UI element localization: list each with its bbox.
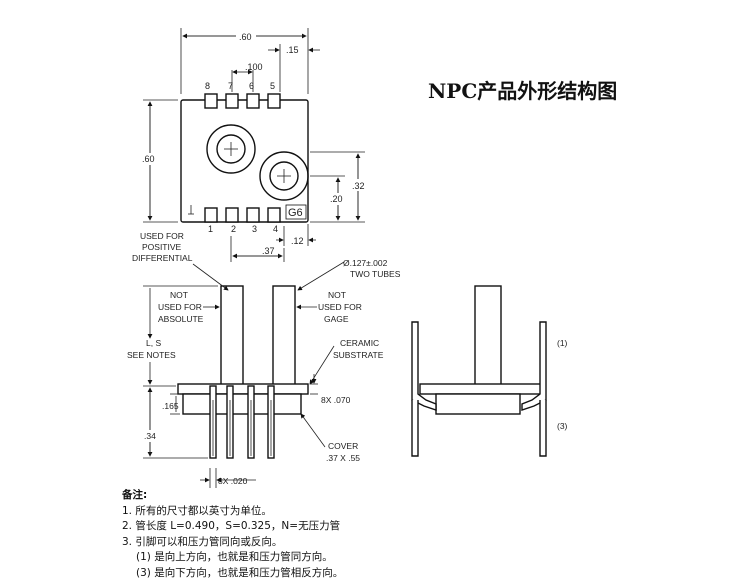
pin-label-6: 6 [249, 81, 254, 91]
drawing-title: NPC产品外形结构图 [428, 79, 617, 103]
dim-port2-offset: .20 [330, 194, 343, 204]
orientation-label-3: (3) [557, 421, 568, 431]
pin-6 [246, 93, 260, 109]
pin-label-4: 4 [273, 224, 278, 234]
tube-dim-line1: Ø.127±.002 [343, 258, 388, 268]
package-body-top [180, 99, 309, 223]
tube-right [272, 285, 296, 387]
top-view: .60 .15 .100 8 7 6 5 1 2 3 4 G6 .60 [140, 28, 370, 262]
dim-right-offset: .15 [286, 45, 299, 55]
side-view: USED FOR POSITIVE DIFFERENTIAL Ø.127±.00… [127, 231, 401, 488]
notes-section: 备注: 1. 所有的尺寸都以英寸为单位。 2. 管长度 L=0.490，S=0.… [122, 488, 343, 581]
right-view: (1) (3) [411, 285, 568, 457]
dim-port-offset: .32 [352, 181, 365, 191]
gage-label-line3: GAGE [324, 314, 349, 324]
pin-3 [246, 207, 260, 223]
pin-label-7: 7 [228, 81, 233, 91]
pin-label-8: 8 [205, 81, 210, 91]
positive-label-line3: DIFFERENTIAL [132, 253, 193, 263]
pressure-port-1 [206, 124, 256, 174]
dim-height: .60 [142, 154, 155, 164]
notes-heading: 备注: [122, 489, 148, 501]
cover-label-line1: COVER [328, 441, 358, 451]
dim-pin-pitch: .100 [245, 62, 263, 72]
pin-5 [267, 93, 281, 109]
dim-width: .60 [239, 32, 252, 42]
pressure-port-2 [259, 151, 309, 201]
ceramic-label-line2: SUBSTRATE [333, 350, 384, 360]
note-subline-1: (1) 是向上方向，也就是和压力管同方向。 [136, 551, 333, 563]
positive-label-line2: POSITIVE [142, 242, 182, 252]
cover [182, 393, 302, 415]
note-line-2: 2. 管长度 L=0.490，S=0.325，N=无压力管 [122, 520, 341, 532]
pin-1 [204, 207, 218, 223]
pin-8 [204, 93, 218, 109]
pin-label-1: 1 [208, 224, 213, 234]
pin-length-dim: 8X .070 [321, 395, 351, 405]
pin-7 [225, 93, 239, 109]
tube-left [220, 285, 244, 387]
pin-4 [267, 207, 281, 223]
gage-label-line1: NOT [328, 290, 346, 300]
pin-label-2: 2 [231, 224, 236, 234]
absolute-label-line3: ABSOLUTE [158, 314, 204, 324]
ls-label-line1: L, S [146, 338, 161, 348]
pin-2 [225, 207, 239, 223]
right-tube [474, 285, 502, 387]
absolute-label-line1: NOT [170, 290, 188, 300]
note-line-3: 3. 引脚可以和压力管同向或反向。 [122, 535, 283, 548]
cover-label-line2: .37 X .55 [326, 453, 360, 463]
dim-port-spacing: .37 [262, 246, 275, 256]
pin-label-3: 3 [252, 224, 257, 234]
dim-bottom-right: .12 [291, 236, 304, 246]
package-marking: G6 [288, 207, 303, 219]
absolute-label-line2: USED FOR [158, 302, 202, 312]
tube-dim-line2: TWO TUBES [350, 269, 401, 279]
positive-label-line1: USED FOR [140, 231, 184, 241]
pin-width-dim: 8X .020 [218, 476, 248, 486]
dim-165: .165 [162, 401, 179, 411]
note-subline-3: (3) 是向下方向，也就是和压力管相反方向。 [136, 566, 344, 579]
note-line-1: 1. 所有的尺寸都以英寸为单位。 [122, 504, 272, 517]
gage-label-line2: USED FOR [318, 302, 362, 312]
pin-label-5: 5 [270, 81, 275, 91]
dim-34: .34 [144, 431, 156, 441]
ls-label-line2: SEE NOTES [127, 350, 176, 360]
ceramic-label-line1: CERAMIC [340, 338, 379, 348]
orientation-label-1: (1) [557, 338, 568, 348]
ceramic-substrate [177, 383, 309, 395]
